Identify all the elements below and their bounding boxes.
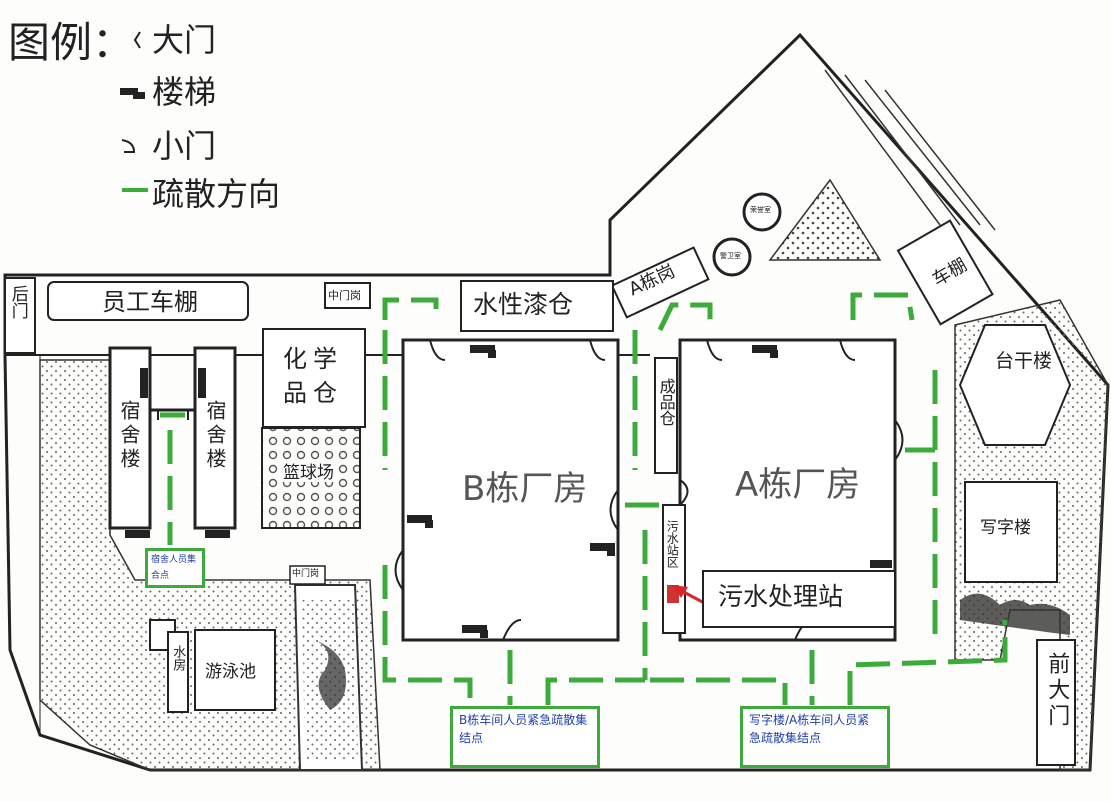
legend-main-gate: 大门 (152, 21, 217, 59)
dorm-assembly-point: 宿舍人员集合点 (145, 548, 205, 588)
legend-small-gate: 小门 (152, 127, 217, 165)
swimming-pool-label: 游泳池 (205, 662, 256, 682)
wastewater-station-label: 污水处理站 (718, 582, 844, 611)
legend-stairs: 楼梯 (152, 73, 217, 111)
evacuation-routes (160, 292, 1008, 705)
middle-gate-small-box (289, 565, 326, 585)
water-room-label: 水房 (170, 645, 186, 671)
triangle-garden (768, 178, 882, 261)
platform-building-hex (958, 324, 1072, 446)
chemical-store-label: 化学品仓 (283, 345, 343, 407)
b-factory-label: B栋厂房 (462, 469, 588, 509)
platform-building-label: 台干楼 (995, 350, 1053, 372)
swimming-pool-box (194, 629, 276, 711)
b-factory-outline (401, 338, 620, 642)
a-block-post-box (610, 246, 710, 319)
parking-stripes (824, 69, 996, 231)
car-shed-box (896, 219, 994, 326)
small-gate-icon (121, 139, 136, 153)
legend-title: 图例： (8, 18, 135, 67)
staff-shed-label: 员工车棚 (102, 288, 198, 316)
middle-gate-post-box (324, 282, 371, 309)
office-building-box (964, 481, 1058, 583)
back-gate-box (4, 277, 36, 354)
garden-rocks (315, 640, 346, 710)
front-gate-box (1036, 639, 1076, 766)
staff-shed-box (47, 281, 249, 321)
water-paint-store-label: 水性漆仓 (473, 290, 574, 319)
round-sign-2-label: 警卫室 (720, 252, 741, 260)
front-gate-label: 前大门 (1044, 652, 1070, 730)
back-gate-label: 后门 (7, 285, 28, 319)
a-assembly-point: 写字楼/A栋车间人员紧急疏散集结点 (740, 706, 890, 768)
middle-gate-small-label: 中门岗 (292, 569, 320, 579)
main-gate-icon (133, 31, 141, 49)
finished-store-box (654, 357, 678, 474)
dorm-right-label: 宿舍楼 (203, 400, 227, 472)
middle-gate-post-label: 中门岗 (328, 289, 361, 302)
dorm-left-label: 宿舍楼 (117, 400, 141, 472)
round-sign-2 (712, 237, 752, 277)
office-building-label: 写字楼 (980, 518, 1031, 538)
a-factory-label: A栋厂房 (735, 465, 861, 505)
finished-store-label: 成品仓 (656, 378, 676, 426)
wastewater-vertical-label: 污水站区 (665, 520, 680, 568)
round-sign-1 (742, 192, 782, 232)
round-sign-1-label: 荣誉室 (750, 206, 771, 214)
stairs-icon (120, 88, 145, 99)
b-assembly-point: B栋车间人员紧急疏散集结点 (450, 706, 600, 768)
front-gate-rocks (960, 593, 1070, 635)
legend-evacuation: 疏散方向 (152, 175, 281, 213)
water-room-box-2 (167, 631, 189, 713)
basketball-court-label: 篮球场 (283, 463, 334, 483)
